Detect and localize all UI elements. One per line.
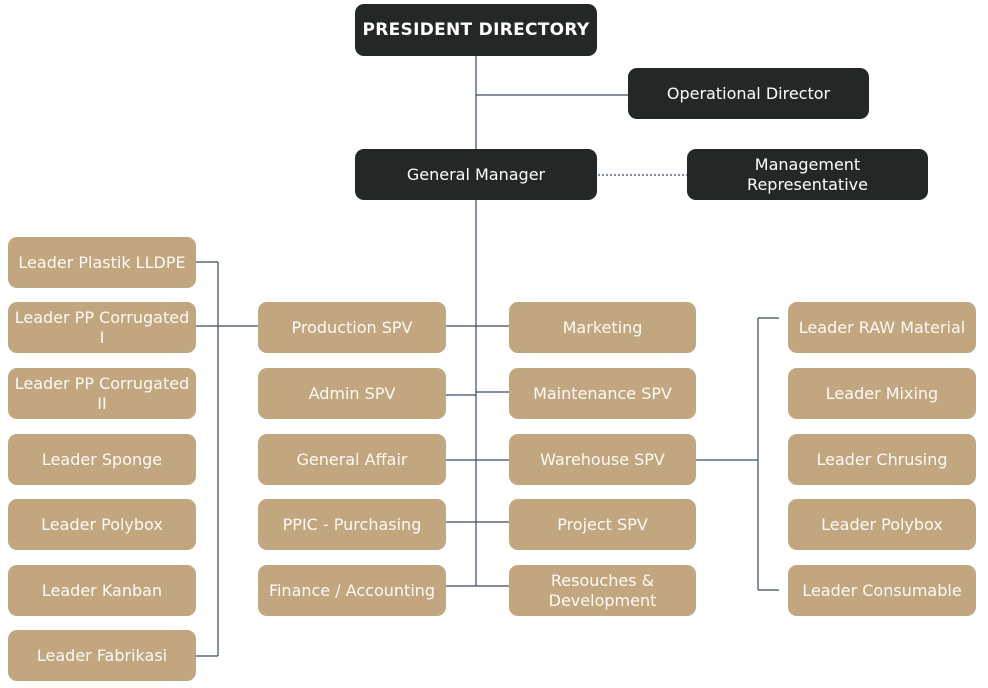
president-directory-label: PRESIDENT DIRECTORY [362,20,590,40]
resources-line-2: Development [548,590,657,610]
president-directory-box: PRESIDENT DIRECTORY [355,4,597,56]
right-leader-label: Leader Consumable [802,580,962,600]
center-right-label: Maintenance SPV [533,383,672,403]
center-left-box: Production SPV [258,302,446,353]
resources-development-box: Resouches & Development [509,565,696,616]
right-leader-box: Leader Chrusing [788,434,976,485]
center-left-box: Finance / Accounting [258,565,446,616]
resources-line-1: Resouches & [550,570,655,590]
center-right-label: Project SPV [557,514,648,534]
right-leader-label: Leader Mixing [825,383,939,403]
left-leader-label: Leader PP Corrugated I [14,307,190,347]
left-leader-label: Leader Plastik LLDPE [18,252,186,272]
management-representative-line-2: Representative [747,174,868,194]
left-leader-box: Leader Plastik LLDPE [8,237,196,288]
center-right-box: Marketing [509,302,696,353]
right-leader-box: Leader RAW Material [788,302,976,353]
center-right-box: Maintenance SPV [509,368,696,419]
left-leader-box: Leader Polybox [8,499,196,550]
management-representative-box: Management Representative [687,149,928,200]
right-leader-label: Leader RAW Material [798,317,966,337]
center-right-box: Warehouse SPV [509,434,696,485]
left-leader-label: Leader Sponge [41,449,163,469]
center-left-label: PPIC - Purchasing [282,514,422,534]
operational-director-label: Operational Director [666,83,831,103]
center-left-label: Finance / Accounting [268,580,436,600]
right-leader-label: Leader Chrusing [816,449,948,469]
general-manager-label: General Manager [406,164,546,184]
general-manager-box: General Manager [355,149,597,200]
right-leader-box: Leader Consumable [788,565,976,616]
right-leader-box: Leader Polybox [788,499,976,550]
left-leader-box: Leader Sponge [8,434,196,485]
management-representative-label: Management Representative [745,155,870,195]
operational-director-box: Operational Director [628,68,869,119]
left-leader-box: Leader PP Corrugated I [8,302,196,353]
center-left-label: General Affair [296,449,408,469]
left-leader-label: Leader Polybox [41,514,163,534]
left-leader-label: Leader Kanban [41,580,163,600]
resources-development-label: Resouches & Development [547,571,659,611]
center-right-label: Marketing [562,317,643,337]
left-leader-box: Leader PP Corrugated II [8,368,196,419]
management-representative-line-1: Management [754,154,861,174]
center-left-box: Admin SPV [258,368,446,419]
center-left-label: Production SPV [291,317,413,337]
center-right-box: Project SPV [509,499,696,550]
center-left-box: General Affair [258,434,446,485]
left-leader-box: Leader Fabrikasi [8,630,196,681]
right-leader-box: Leader Mixing [788,368,976,419]
left-leader-label: Leader Fabrikasi [36,645,168,665]
right-leader-label: Leader Polybox [821,514,943,534]
center-right-label: Warehouse SPV [540,449,665,469]
left-leader-label: Leader PP Corrugated II [14,373,190,413]
left-leader-box: Leader Kanban [8,565,196,616]
center-left-box: PPIC - Purchasing [258,499,446,550]
center-left-label: Admin SPV [308,383,396,403]
